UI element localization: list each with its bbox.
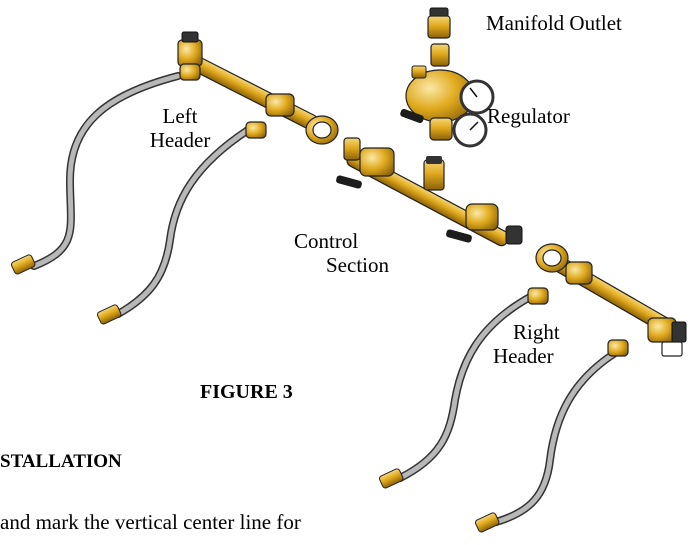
valve-handle-icon [446,229,472,243]
section-heading: STALLATION [0,451,122,472]
header-outlet-nut [305,115,339,145]
hose-end-fitting [378,468,404,489]
figure-caption: FIGURE 3 [200,381,293,403]
tee-fitting [179,63,201,81]
left-header-assembly [177,31,339,145]
left-header-label-line1: Left [162,104,198,128]
regulator-gauge-icon [459,79,495,115]
regulator-gauge-icon [452,112,488,148]
manifold-outlet-fitting [427,7,451,39]
right-header-label: Right Header [493,320,583,368]
tee-fitting [245,93,295,139]
tee-fitting [565,261,593,285]
valve-handle-icon [336,175,362,189]
manifold-outlet-label: Manifold Outlet [486,11,622,35]
left-header-hose-1 [10,72,182,275]
left-header-hose-2 [96,126,252,325]
control-section-assembly [336,137,523,247]
tee-fitting [607,339,629,357]
regulator-assembly [400,43,495,148]
control-section-label: Control Section [286,229,389,277]
right-header-hose-2 [474,346,624,533]
tee-fitting [527,287,549,305]
hose-end-fitting [96,304,122,325]
right-header-assembly [527,243,687,357]
left-header-label: Left Header [140,104,220,152]
control-section-label-line2: Section [326,253,389,277]
right-header-hose-1 [378,293,534,489]
right-header-label-line1: Right [513,320,560,344]
regulator-label: Regulator [487,104,570,128]
left-header-label-line2: Header [149,128,211,152]
hose-end-fitting [10,254,36,275]
valve-handle-icon [400,108,424,124]
hose-end-fitting [474,512,500,533]
right-header-label-line2: Header [493,344,554,368]
body-paragraph: and mark the vertical center line for [0,510,301,534]
control-section-label-line1: Control [294,229,359,253]
